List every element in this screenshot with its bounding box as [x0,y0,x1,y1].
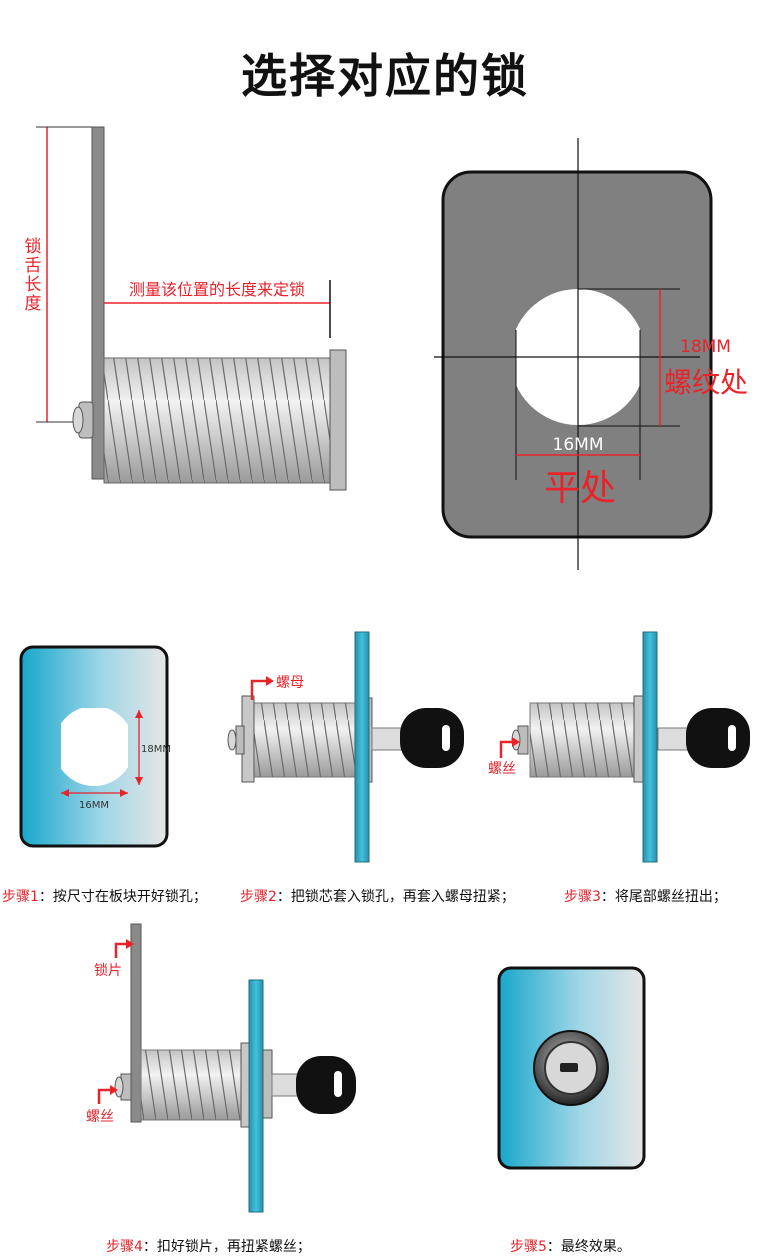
step3-screw-label: 螺丝 [488,761,516,777]
step2-diagram [227,631,464,863]
step1-text: ：按尺寸在板块开好锁孔； [38,889,207,905]
step4-screw-label: 螺丝 [86,1109,114,1125]
step4-caption: 步骤4：扣好锁片，再扭紧螺丝； [106,1236,311,1256]
step1-caption: 步骤1：按尺寸在板块开好锁孔； [2,886,207,906]
step5-text: ：最终效果。 [546,1239,631,1255]
step3-diagram [499,631,750,863]
step3-label: 步骤3 [564,889,601,905]
lock-side-diagram [36,126,347,491]
thread-label: 螺纹处 [664,366,748,399]
lock-length-label: 锁 舌 长 度 [25,237,42,314]
step2-label: 步骤2 [240,889,277,905]
step1-width-dimension: 16MM [79,800,109,811]
step1-label: 步骤1 [2,889,39,905]
svg-text:锁: 锁 [25,237,42,257]
step2-caption: 步骤2：把锁芯套入锁孔，再套入螺母扭紧； [240,886,515,906]
step5-caption: 步骤5：最终效果。 [510,1236,631,1256]
flat-label: 平处 [544,468,616,509]
hole-size-diagram [434,138,713,570]
svg-text:度: 度 [25,294,42,314]
page-title: 选择对应的锁 [241,49,529,103]
step2-text: ：把锁芯套入锁孔，再套入螺母扭紧； [276,889,515,905]
step4-text: ：扣好锁片，再扭紧螺丝； [142,1239,311,1255]
step3-caption: 步骤3：将尾部螺丝扭出； [564,886,727,906]
step4-plate-label: 锁片 [94,963,122,979]
measure-label: 测量该位置的长度来定锁 [129,280,305,299]
flat-dimension: 16MM [553,435,604,455]
thread-dimension: 18MM [680,337,731,357]
step5-label: 步骤5 [510,1239,547,1255]
step4-diagram [97,923,356,1213]
svg-text:舌: 舌 [25,256,42,276]
step1-height-dimension: 18MM [141,744,171,755]
svg-text:长: 长 [25,275,42,295]
step5-diagram [497,966,646,1170]
step1-diagram [19,645,169,848]
step3-text: ：将尾部螺丝扭出； [600,889,727,905]
step4-label: 步骤4 [106,1239,143,1255]
step2-nut-label: 螺母 [276,675,304,691]
